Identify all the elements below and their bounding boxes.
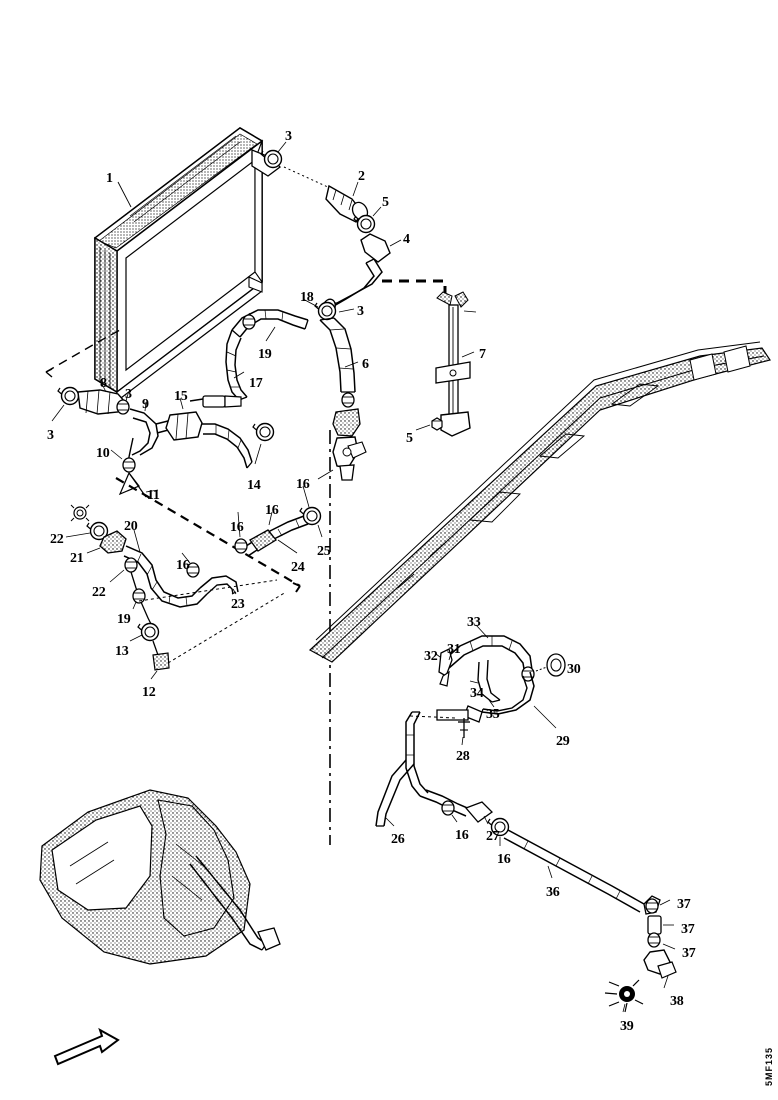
callout-29: 29 xyxy=(556,734,570,749)
callout-36: 36 xyxy=(546,885,560,900)
callout-10: 10 xyxy=(96,446,110,461)
upper-hose-run xyxy=(260,141,447,321)
chassis-frame-rail xyxy=(308,341,771,663)
heater-hose-group xyxy=(189,309,309,408)
lower-left-pipe-cluster xyxy=(65,485,323,680)
callout-3d: 3 xyxy=(47,428,54,443)
engine-block-lower-left xyxy=(39,789,281,965)
callout-8: 8 xyxy=(100,376,107,391)
callout-19b: 19 xyxy=(117,612,131,627)
callout-25: 25 xyxy=(317,544,331,559)
drawing-code: 5MF135 xyxy=(764,1046,774,1086)
lower-coolant-tube-run xyxy=(375,711,677,1013)
callout-24: 24 xyxy=(291,560,305,575)
callout-28: 28 xyxy=(456,749,470,764)
callout-3c: 3 xyxy=(125,387,132,402)
callout-14: 14 xyxy=(247,478,261,493)
callout-32: 32 xyxy=(424,649,438,664)
callout-35: 35 xyxy=(486,707,500,722)
callout-3b: 3 xyxy=(357,304,364,319)
callout-33: 33 xyxy=(467,615,481,630)
callout-20: 20 xyxy=(124,519,138,534)
callout-2: 2 xyxy=(358,169,365,184)
pipe-bracket-rod xyxy=(415,291,477,437)
callout-15: 15 xyxy=(174,389,188,404)
callout-21: 21 xyxy=(70,551,84,566)
callout-16e: 16 xyxy=(455,828,469,843)
callout-37a: 37 xyxy=(677,897,691,912)
callout-16b: 16 xyxy=(265,503,279,518)
callout-16a: 16 xyxy=(296,477,310,492)
callout-5a: 5 xyxy=(382,195,389,210)
callout-4: 4 xyxy=(403,232,410,247)
callout-37b: 37 xyxy=(681,922,695,937)
right-heater-hose-group xyxy=(409,624,566,746)
callout-13: 13 xyxy=(115,644,129,659)
callout-27: 27 xyxy=(486,829,500,844)
callout-16f: 16 xyxy=(497,852,511,867)
callout-34: 34 xyxy=(470,686,484,701)
callout-12: 12 xyxy=(142,685,156,700)
callout-17: 17 xyxy=(249,376,263,391)
callout-31: 31 xyxy=(447,642,461,657)
callout-37c: 37 xyxy=(682,946,696,961)
callout-5b: 5 xyxy=(406,431,413,446)
callout-9: 9 xyxy=(142,397,149,412)
callout-18: 18 xyxy=(300,290,314,305)
callout-16d: 16 xyxy=(176,558,190,573)
radiator-assembly xyxy=(45,127,281,403)
callout-23: 23 xyxy=(231,597,245,612)
callout-22a: 22 xyxy=(50,532,64,547)
callout-19a: 19 xyxy=(258,347,272,362)
left-hose-cluster xyxy=(51,383,301,593)
callout-38: 38 xyxy=(670,994,684,1009)
callout-30: 30 xyxy=(567,662,581,677)
callout-1: 1 xyxy=(106,171,113,186)
callout-22b: 22 xyxy=(92,585,106,600)
callout-16c: 16 xyxy=(230,520,244,535)
callout-39: 39 xyxy=(620,1019,634,1034)
callout-11: 11 xyxy=(147,488,160,503)
callout-26: 26 xyxy=(391,832,405,847)
callout-7: 7 xyxy=(479,347,486,362)
direction-arrow xyxy=(53,1027,120,1066)
callout-3a: 3 xyxy=(285,129,292,144)
lower-radiator-hose xyxy=(317,317,367,481)
callout-6: 6 xyxy=(362,357,369,372)
